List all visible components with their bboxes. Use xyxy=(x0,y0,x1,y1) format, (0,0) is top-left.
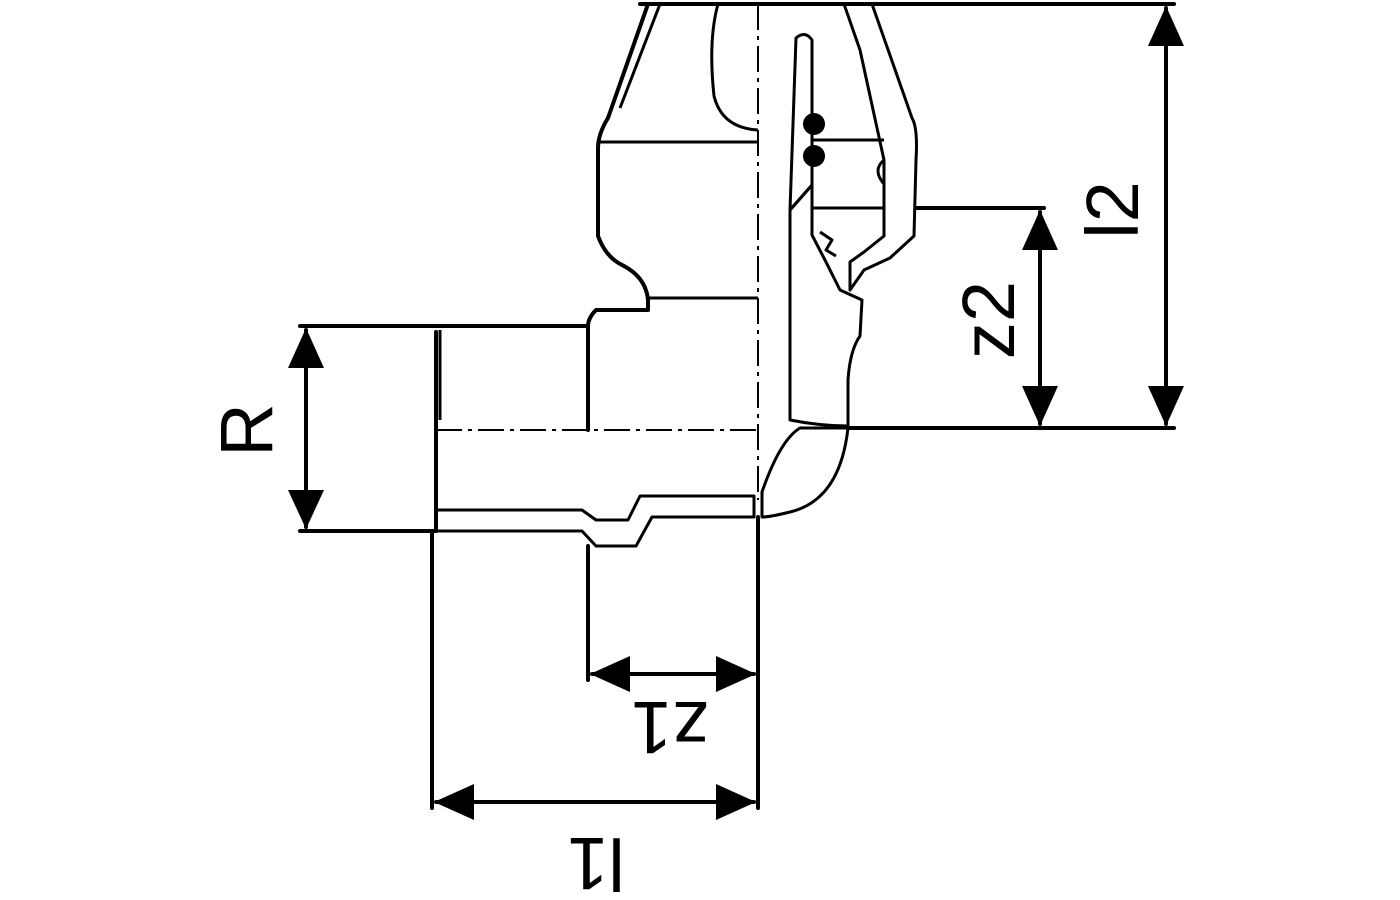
label-l1: l1 xyxy=(567,822,625,900)
section-hatching xyxy=(434,2,918,548)
label-R: R xyxy=(205,403,288,456)
fitting-outline xyxy=(434,2,1176,533)
dimension-lines xyxy=(288,6,1184,820)
label-z1: z1 xyxy=(631,686,709,769)
centerlines xyxy=(436,4,759,500)
label-l2: l2 xyxy=(1071,181,1154,239)
label-z2: z2 xyxy=(947,281,1030,359)
dimension-labels: R l1 z1 l2 z2 xyxy=(205,181,1154,900)
